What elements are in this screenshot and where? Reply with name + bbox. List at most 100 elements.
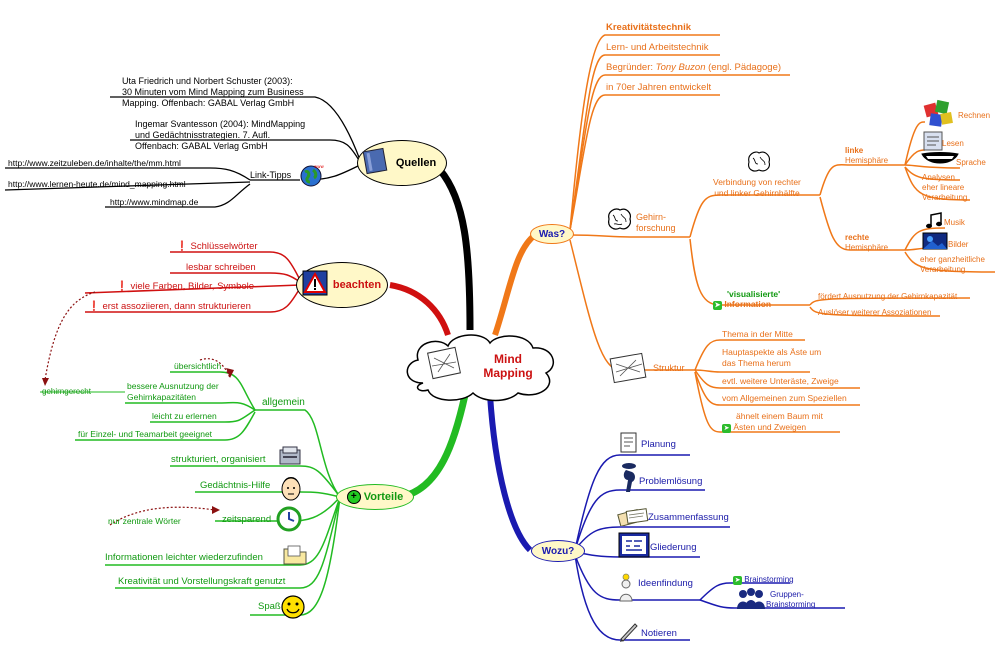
was-verbindung-line1: Verbindung von rechter (713, 177, 801, 187)
thinking-head-icon (281, 477, 301, 501)
was-linke-line1: linke (845, 146, 864, 155)
vorteile-node[interactable]: + Vorteile (336, 484, 414, 510)
center-title-line1: Mind (494, 352, 522, 366)
vorteile-ausnutzung-line1: bessere Ausnutzung der (127, 381, 219, 391)
branch-wozu (487, 394, 533, 553)
quellen-ref1-line2: 30 Minuten vom Mind Mapping zum Business (122, 87, 304, 97)
arrow-right-icon: ➤ (722, 424, 731, 433)
beachten-item-3-label: viele Farben, Bilder, Symbole (130, 281, 255, 292)
wozu-gruppen-line2: Brainstorming (766, 600, 816, 609)
was-allgemeinen-speziellen: vom Allgemeinen zum Speziellen (722, 393, 847, 403)
was-unteraeste: evtl. weitere Unteräste, Zweige (722, 376, 839, 386)
quellen-ref2-line3: Offenbach: GABAL Verlag GmbH (135, 141, 268, 151)
structure-sketch-icon (609, 352, 647, 384)
wozu-gliederung: Gliederung (650, 542, 697, 553)
was-eher-ganzheitliche-line2: Verarbeitung (920, 265, 966, 274)
globe-icon: www (300, 164, 324, 187)
quellen-ref1: Uta Friedrich und Norbert Schuster (2003… (122, 76, 304, 109)
folder-icon (283, 545, 307, 565)
group-icon (737, 588, 765, 609)
was-ausloeser: Auslöser weiterer Assoziationen (818, 308, 932, 317)
was-eher-ganzheitliche: eher ganzheitliche Verarbeitung (920, 255, 985, 275)
was-visualisierte-line2: Information (724, 299, 772, 309)
vorteile-title: Vorteile (363, 491, 404, 503)
was-rechte-line2: Hemisphäre (845, 243, 889, 252)
thinker-icon (622, 463, 636, 492)
was-begruender-label: Begründer: (606, 62, 656, 73)
was-visualisierte-line1: 'visualisierte' (727, 289, 781, 299)
was-musik: Musik (944, 218, 965, 227)
branch-quellen (437, 167, 474, 331)
quellen-ref1-line3: Mapping. Offenbach: GABAL Verlag GmbH (122, 98, 295, 108)
was-gehirnforschung: Gehirn- forschung (636, 212, 676, 234)
wozu-brainstorming-label: Brainstorming (744, 575, 794, 584)
beachten-title: beachten (332, 279, 382, 291)
beachten-item-4: ❗ erst assoziieren, dann strukturieren (88, 301, 251, 312)
organizer-icon (279, 446, 301, 465)
was-rechte-hemisphaere: rechte Hemisphäre (845, 233, 888, 253)
was-hauptaspekte-line1: Hauptaspekte als Äste um (722, 347, 822, 357)
checklist-icon (620, 432, 637, 453)
hint-icon: ❗ (88, 301, 100, 312)
was-struktur: Struktur (653, 363, 685, 373)
was-linke-line2: Hemisphäre (845, 156, 889, 165)
arrow-right-icon: ➤ (733, 576, 742, 585)
smiley-icon (281, 595, 305, 619)
wozu-zusammenfassung: Zusammenfassung (648, 512, 729, 523)
was-verbindung-line2: und linker Gehirnhälfte (714, 188, 800, 198)
vorteile-nur-zentrale-woerter: nur zentrale Wörter (108, 516, 181, 526)
wozu-node[interactable]: Wozu? (531, 540, 585, 562)
wozu-problemloesung: Problemlösung (639, 476, 703, 487)
brain-small-icon (748, 151, 770, 172)
arrow-right-icon: ➤ (713, 301, 722, 310)
was-visualisierte-information: 'visualisierte' ➤ Information (713, 289, 780, 310)
was-verbindung: Verbindung von rechter und linker Gehirn… (713, 177, 801, 199)
vorteile-leicht-zu-erlernen: leicht zu erlernen (152, 411, 217, 421)
was-analysen: Analysen (922, 173, 955, 182)
beachten-item-4-label: erst assoziieren, dann strukturieren (102, 301, 251, 312)
link-zeitzuleben[interactable]: http://www.zeitzuleben.de/inhalte/the/mm… (8, 158, 181, 168)
vorteile-spass: Spaß (258, 601, 281, 612)
vorteile-uebersichtlich: übersichtlich (174, 361, 222, 371)
link-mindmap[interactable]: http://www.mindmap.de (110, 197, 199, 207)
was-node[interactable]: Was? (530, 224, 574, 244)
was-lern-arbeitstechnik: Lern- und Arbeitstechnik (606, 42, 709, 53)
warning-icon (302, 270, 328, 296)
was-baum-line2: Ästen und Zweigen (733, 422, 807, 432)
plus-icon: + (346, 490, 361, 504)
was-rechte-line1: rechte (845, 233, 870, 242)
vorteile-allgemein: allgemein (262, 397, 305, 408)
was-gehirnforschung-line1: Gehirn- (636, 212, 667, 222)
wozu-gruppen-brainstorming: Gruppen- Brainstorming (766, 590, 815, 610)
wozu-gruppen-line1: Gruppen- (770, 590, 804, 599)
was-begruender-name: Tony Buzon (655, 62, 706, 73)
quellen-ref2-line2: und Gedächtnisstrategien. 7. Aufl. (135, 130, 271, 140)
was-eher-lineare: eher lineare Verarbeitung (922, 183, 967, 203)
was-visualisierte-line2-wrap: ➤ Information (713, 299, 780, 310)
beachten-item-1-label: Schlüsselwörter (190, 241, 258, 252)
was-linke-hemisphaere: linke Hemisphäre (845, 146, 888, 166)
music-icon (926, 212, 942, 229)
was-eher-lineare-line1: eher lineare (922, 183, 965, 192)
was-kreativitaetstechnik: Kreativitätstechnik (606, 22, 692, 33)
quellen-ref2: Ingemar Svantesson (2004): MindMapping u… (135, 119, 305, 152)
chart-board-icon (618, 532, 650, 558)
papers-icon (617, 508, 649, 526)
was-rechnen: Rechnen (958, 111, 991, 120)
clock-icon (276, 506, 302, 532)
was-hauptaspekte: Hauptaspekte als Äste um das Thema herum (722, 347, 821, 369)
quellen-ref2-line1: Ingemar Svantesson (2004): MindMapping (135, 119, 306, 129)
idea-person-icon (619, 573, 633, 602)
link-lernen-heute[interactable]: http://www.lernen-heute.de/mind_mapping.… (8, 179, 186, 189)
was-baum-line1: ähnelt einem Baum mit (736, 411, 823, 421)
pen-icon (620, 623, 638, 642)
wozu-title: Wozu? (541, 545, 575, 557)
was-baum-line2-wrap: ➤ Ästen und Zweigen (722, 422, 823, 433)
was-hauptaspekte-line2: das Thema herum (722, 358, 791, 368)
vorteile-zeitsparend: zeitsparend (222, 514, 272, 525)
vorteile-gedaechtnis-hilfe: Gedächtnis-Hilfe (200, 480, 271, 491)
vorteile-kreativitaet: Kreativität und Vorstellungskraft genutz… (118, 576, 286, 587)
beachten-item-2: lesbar schreiben (186, 262, 256, 273)
